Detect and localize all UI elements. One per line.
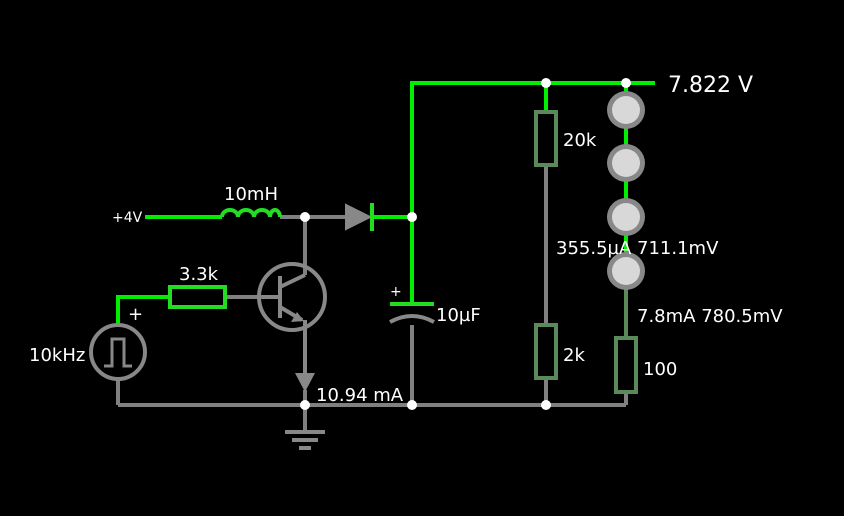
emitter-wire-arrow (295, 320, 315, 392)
base-resistor-label: 3.3k (179, 264, 219, 285)
r-led-label: 100 (643, 359, 677, 380)
junction-nodes (300, 78, 631, 410)
output-rail[interactable] (410, 81, 655, 217)
junction-node[interactable] (300, 212, 310, 222)
source-plus-label: + (128, 304, 143, 325)
wire-source-to-resistor[interactable] (116, 295, 170, 325)
r-top-label: 20k (563, 130, 597, 151)
inductor-icon[interactable] (220, 208, 282, 218)
lamp-icon[interactable] (607, 144, 645, 182)
diode-icon[interactable] (345, 203, 374, 231)
resistor-3k3[interactable] (168, 285, 227, 309)
lamp-icon[interactable] (607, 91, 645, 129)
npn-transistor-icon[interactable] (257, 262, 327, 332)
divider-reading-label: 355.5µA 711.1mV (556, 238, 719, 259)
square-wave-source-icon[interactable] (89, 323, 147, 381)
r-bottom-label: 2k (563, 345, 585, 366)
junction-node[interactable] (541, 78, 551, 88)
ground-icon (285, 430, 325, 450)
source-label: 10kHz (29, 345, 85, 366)
electrolytic-capacitor-icon[interactable] (389, 302, 435, 324)
junction-node[interactable] (621, 78, 631, 88)
junction-node[interactable] (541, 400, 551, 410)
supply-label: +4V (112, 210, 143, 226)
capacitor-label: 10µF (436, 305, 481, 326)
capacitor-plus-label: + (390, 284, 402, 300)
resistor-2k[interactable] (534, 323, 558, 380)
output-voltage-label: 7.822 V (668, 73, 753, 98)
resistor-20k[interactable] (534, 110, 558, 167)
junction-node[interactable] (407, 400, 417, 410)
lamp-icon[interactable] (607, 198, 645, 236)
lamp-icon[interactable] (607, 252, 645, 290)
junction-node[interactable] (407, 212, 417, 222)
led-reading-label: 7.8mA 780.5mV (637, 306, 783, 327)
resistor-100[interactable] (614, 336, 638, 394)
emitter-current-label: 10.94 mA (316, 385, 404, 406)
inductor-label: 10mH (224, 184, 278, 205)
junction-node[interactable] (300, 400, 310, 410)
